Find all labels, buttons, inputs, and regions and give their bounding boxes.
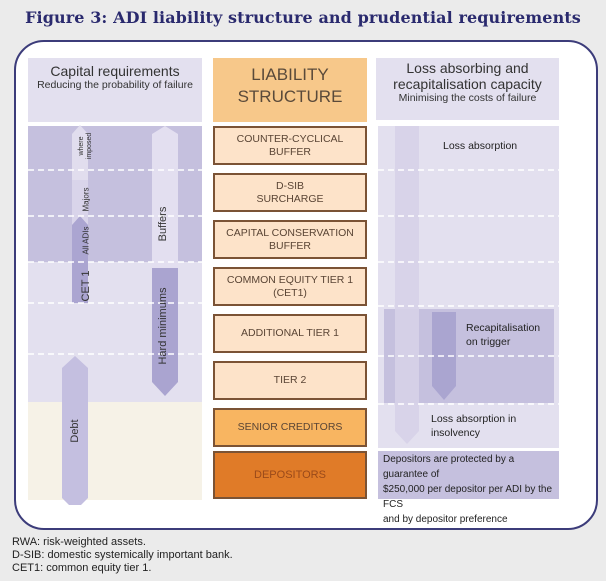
box-senior-creditors: SENIOR CREDITORS (213, 408, 367, 447)
all-adis-arrow (72, 216, 88, 303)
box-line1: D-SIB (275, 179, 304, 192)
box-line1: ADDITIONAL TIER 1 (240, 327, 340, 339)
hard-minimums-arrow (152, 268, 178, 396)
depositors-line3: and by depositor preference (383, 514, 508, 525)
left-arrows-graphic (28, 125, 202, 505)
label-cet1: CET 1 (80, 270, 92, 302)
header-left-title: Capital requirements (50, 63, 180, 79)
header-right-line1: Loss absorbing and (406, 60, 529, 76)
header-mid-line2: STRUCTURE (237, 87, 343, 106)
box-line1: TIER 2 (273, 374, 307, 386)
box-line2: (CET1) (273, 286, 307, 299)
where-imposed-arrow (72, 125, 88, 180)
header-capital-requirements: Capital requirements Reducing the probab… (28, 58, 202, 122)
box-additional-tier1: ADDITIONAL TIER 1 (213, 314, 367, 353)
right-arrows-graphic (378, 126, 559, 444)
header-loss-absorbing: Loss absorbing and recapitalisation capa… (376, 58, 559, 120)
debt-arrow (62, 356, 88, 505)
label-buffers: Buffers (157, 206, 169, 242)
box-line1: SENIOR CREDITORS (237, 421, 343, 433)
loss-absorption-arrow (395, 126, 419, 444)
box-line1: CAPITAL CONSERVATION (226, 226, 354, 239)
insolvency-line1: Loss absorption in (431, 413, 517, 425)
box-tier2: TIER 2 (213, 361, 367, 400)
box-line1: COMMON EQUITY TIER 1 (226, 273, 354, 286)
insolvency-line2: insolvency (431, 427, 481, 439)
header-left-subtitle: Reducing the probability of failure (37, 79, 193, 91)
recap-line2: on trigger (466, 336, 511, 348)
left-zone-debt (28, 402, 202, 500)
header-mid-line1: LIABILITY (251, 65, 329, 84)
where-imposed-line2: imposed (86, 132, 93, 160)
header-liability-structure: LIABILITY STRUCTURE (213, 58, 367, 122)
label-hard-minimums: Hard minimums (157, 287, 169, 365)
footnote-cet1: CET1: common equity tier 1. (12, 562, 152, 574)
recap-line1: Recapitalisation (466, 322, 541, 334)
footnote-rwa: RWA: risk-weighted assets. (12, 536, 146, 548)
header-right-subtitle: Minimising the costs of failure (398, 92, 537, 104)
box-line1: DEPOSITORS (254, 468, 326, 481)
box-line1: COUNTER-CYCLICAL (236, 132, 344, 145)
depositors-protection-note: Depositors are protected by a guarantee … (378, 451, 559, 525)
box-line2: BUFFER (268, 145, 311, 158)
label-debt: Debt (69, 419, 81, 443)
box-depositors: DEPOSITORS (213, 451, 367, 499)
box-line2: BUFFER (269, 239, 311, 252)
figure-title: Figure 3: ADI liability structure and pr… (25, 8, 581, 27)
header-right-line2: recapitalisation capacity (393, 76, 542, 92)
where-imposed-line1: where (78, 136, 85, 156)
box-line2: SURCHARGE (256, 192, 324, 205)
box-cet1: COMMON EQUITY TIER 1(CET1) (213, 267, 367, 306)
label-recapitalisation: Recapitalisation on trigger (466, 321, 540, 349)
label-loss-absorption-insolvency: Loss absorption in insolvency (431, 412, 516, 440)
buffers-arrow (152, 126, 178, 268)
label-where-imposed: where imposed (78, 116, 94, 176)
depositors-line1: Depositors are protected by a guarantee … (383, 454, 515, 480)
depositors-line2: $250,000 per depositor per ADI by the FC… (383, 484, 553, 510)
label-loss-absorption: Loss absorption (443, 140, 518, 152)
footnote-dsib: D-SIB: domestic systemically important b… (12, 549, 233, 561)
majors-arrow (72, 180, 88, 225)
